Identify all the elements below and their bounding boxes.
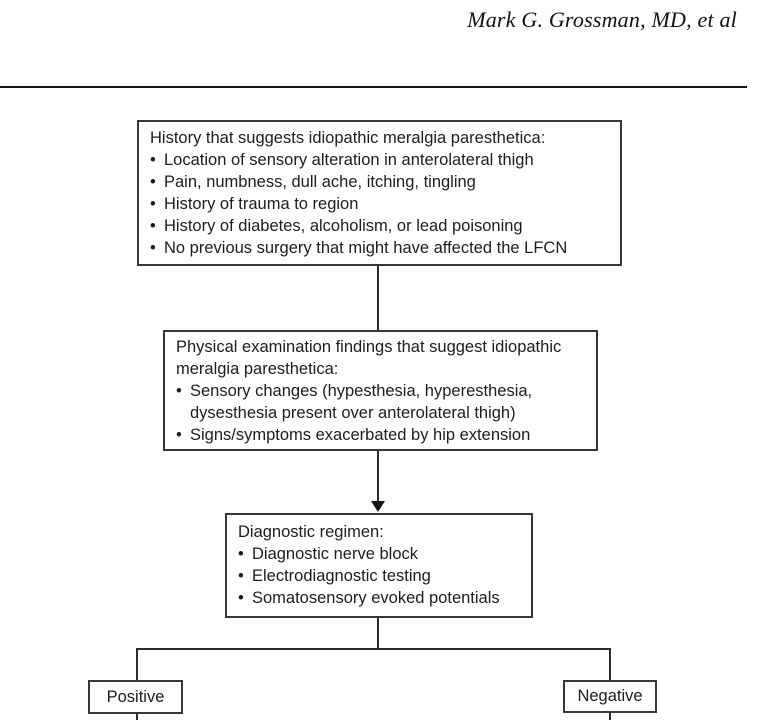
diagnostic-box-title: Diagnostic regimen:: [238, 523, 384, 541]
history-bullet-item: History of diabetes, alcoholism, or lead…: [150, 215, 612, 237]
connector-history-to-physical: [377, 266, 379, 330]
branch-drop-negative: [609, 648, 611, 680]
diagnostic-bullet-item: Somatosensory evoked potentials: [238, 587, 523, 609]
branch-drop-positive: [136, 648, 138, 680]
flowchart-box-physical-exam: Physical examination findings that sugge…: [163, 330, 598, 451]
physical-exam-bullet-item: Sensory changes (hypesthesia, hyperesthe…: [176, 380, 588, 424]
history-bullet-item: No previous surgery that might have affe…: [150, 237, 612, 259]
connector-physical-to-diagnostic: [377, 451, 379, 505]
connector-diagnostic-to-branch: [377, 618, 379, 648]
flowchart-box-diagnostic: Diagnostic regimen: Diagnostic nerve blo…: [225, 513, 533, 618]
flowchart-box-history: History that suggests idiopathic meralgi…: [137, 120, 622, 266]
connector-negative-continues: [609, 713, 611, 720]
header-rule: [0, 86, 747, 88]
flowchart-box-positive: Positive: [88, 680, 183, 714]
diagnostic-bullet-item: Electrodiagnostic testing: [238, 565, 523, 587]
history-bullet-item: Location of sensory alteration in antero…: [150, 149, 612, 171]
branch-line: [136, 648, 611, 650]
history-bullet-item: Pain, numbness, dull ache, itching, ting…: [150, 171, 612, 193]
connector-positive-continues: [136, 714, 138, 720]
running-head-author: Mark G. Grossman, MD, et al: [467, 7, 737, 32]
history-box-title: History that suggests idiopathic meralgi…: [150, 129, 546, 147]
diagnostic-bullet-item: Diagnostic nerve block: [238, 543, 523, 565]
physical-exam-bullet-item: Signs/symptoms exacerbated by hip extens…: [176, 424, 588, 446]
flowchart-box-negative: Negative: [563, 680, 657, 713]
arrowhead-down-icon: [371, 501, 385, 512]
history-bullet-item: History of trauma to region: [150, 193, 612, 215]
physical-exam-box-title: Physical examination findings that sugge…: [176, 338, 562, 378]
